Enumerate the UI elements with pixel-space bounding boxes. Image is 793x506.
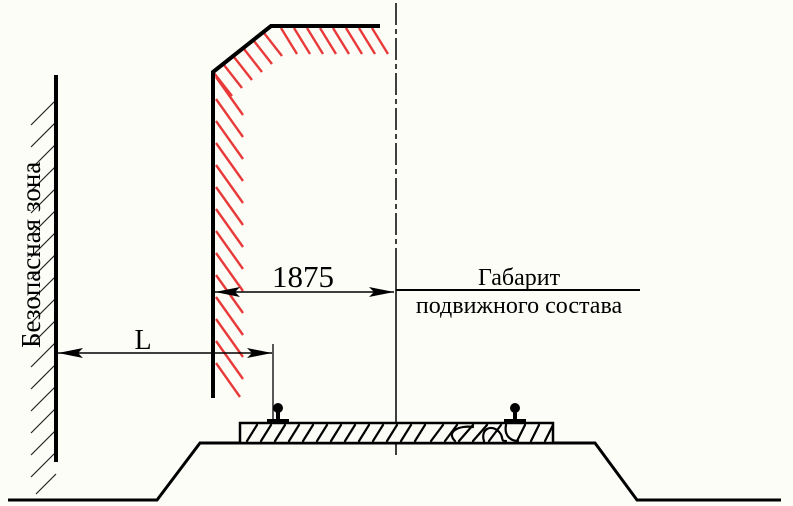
- gauge-hatch-top: [279, 27, 390, 55]
- sleeper-wood-grain: [245, 423, 555, 443]
- dimension-l: L: [58, 325, 274, 421]
- clearance-label-line1: Габарит: [478, 265, 561, 291]
- wall-hatch-lines: [30, 99, 57, 495]
- left-rail-foot: [267, 419, 289, 423]
- dimension-1875-value: 1875: [272, 259, 334, 294]
- right-rail-web: [513, 410, 517, 421]
- safe-zone-label: Безопасная зона: [16, 162, 46, 348]
- arrow-right-icon: [369, 287, 394, 297]
- right-rail-head: [510, 403, 520, 413]
- left-rail-web: [276, 410, 280, 421]
- left-rail-head: [273, 403, 283, 413]
- gauge-hatch-diagonal: [213, 32, 283, 97]
- dimension-l-value: L: [134, 325, 151, 356]
- arrow-right-icon: [247, 348, 272, 358]
- structure-gauge-hatch: [213, 27, 390, 398]
- structure-gauge-outline: [211, 24, 380, 398]
- left-rail: [267, 403, 289, 423]
- right-rail: [504, 403, 526, 423]
- right-rail-foot: [504, 419, 526, 423]
- arrow-left-icon: [58, 348, 83, 358]
- sleeper: [238, 421, 555, 445]
- clearance-label-line2: подвижного состава: [416, 293, 623, 319]
- dimension-1875: 1875: [215, 259, 394, 297]
- clearance-label: Габарит подвижного состава: [396, 265, 640, 319]
- safe-zone-wall: [30, 75, 58, 495]
- arrow-left-icon: [215, 287, 240, 297]
